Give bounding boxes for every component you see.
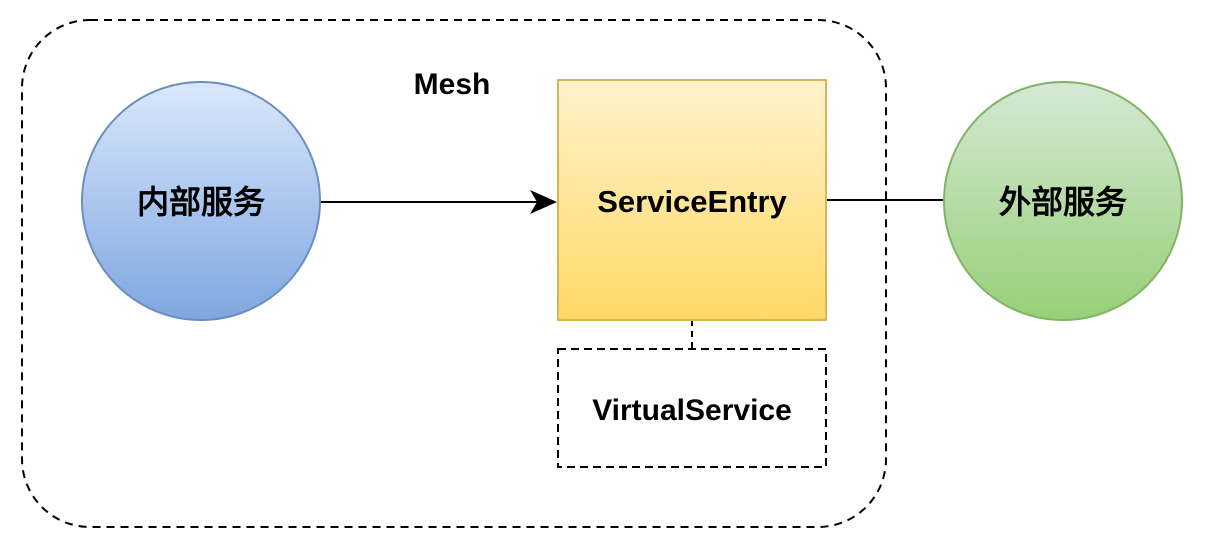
virtual-service-label: VirtualService	[592, 394, 792, 427]
mesh-label: Mesh	[414, 68, 491, 101]
virtual-service-node: VirtualService	[557, 348, 827, 468]
service-entry-label: ServiceEntry	[597, 184, 787, 219]
internal-service-node: 内部服务	[81, 81, 321, 321]
mesh-boundary	[21, 19, 887, 528]
external-service-node: 外部服务	[943, 81, 1183, 321]
internal-service-label: 内部服务	[137, 184, 265, 220]
external-service-label: 外部服务	[999, 184, 1127, 220]
arrowhead-icon	[530, 190, 557, 214]
service-entry-node: ServiceEntry	[557, 79, 827, 321]
